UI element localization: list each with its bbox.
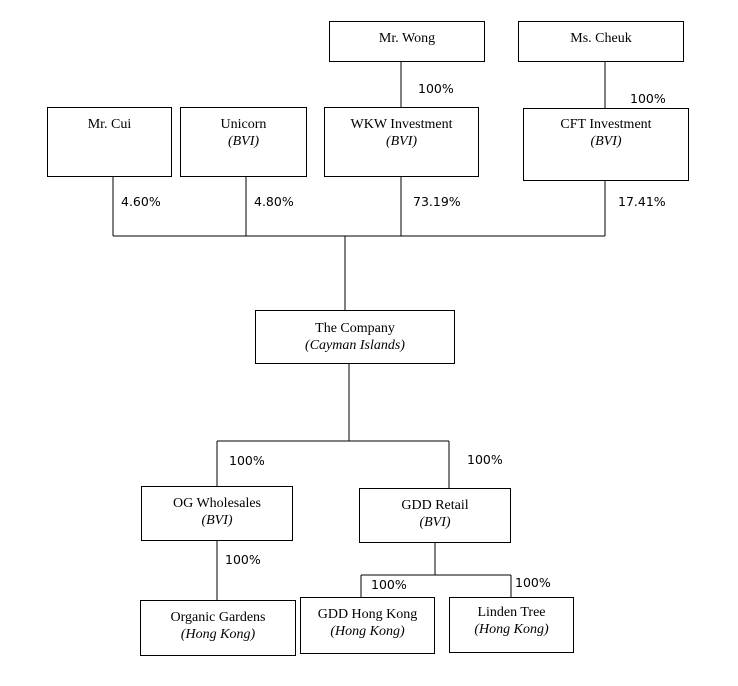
ownership-label-og-organic: 100% (225, 552, 261, 567)
entity-jurisdiction: (BVI) (419, 515, 451, 530)
ownership-label-company-og: 100% (229, 453, 265, 468)
entity-box-cft-investment: CFT Investment (BVI) (523, 108, 689, 181)
ownership-label-cui-company: 4.60% (121, 194, 161, 209)
entity-box-gdd-hong-kong: GDD Hong Kong (Hong Kong) (300, 597, 435, 654)
ownership-label-wkw-company: 73.19% (413, 194, 461, 209)
entity-name: Organic Gardens (170, 610, 266, 625)
entity-box-linden-tree: Linden Tree (Hong Kong) (449, 597, 574, 653)
entity-box-mr-wong: Mr. Wong (329, 21, 485, 62)
ownership-label-cft-company: 17.41% (618, 194, 666, 209)
entity-jurisdiction: (BVI) (590, 134, 622, 149)
entity-name: CFT Investment (560, 117, 652, 132)
entity-name: Mr. Wong (378, 31, 436, 46)
ownership-label-company-gdd: 100% (467, 452, 503, 467)
ownership-label-cheuk-cft: 100% (630, 91, 666, 106)
ownership-label-unicorn-company: 4.80% (254, 194, 294, 209)
entity-name: Ms. Cheuk (570, 31, 632, 46)
entity-jurisdiction: (BVI) (385, 134, 418, 149)
entity-box-organic-gardens: Organic Gardens (Hong Kong) (140, 600, 296, 656)
entity-jurisdiction: (Hong Kong) (180, 627, 256, 642)
entity-jurisdiction: (BVI) (227, 134, 260, 149)
entity-jurisdiction: (Cayman Islands) (305, 338, 405, 353)
entity-name: OG Wholesales (173, 496, 261, 511)
entity-name: Linden Tree (477, 605, 546, 620)
ownership-label-gdd-hk: 100% (371, 577, 407, 592)
entity-jurisdiction: (Hong Kong) (330, 624, 405, 639)
ownership-label-wong-wkw: 100% (418, 81, 454, 96)
entity-box-gdd-retail: GDD Retail (BVI) (359, 488, 511, 543)
entity-name: GDD Hong Kong (317, 607, 418, 622)
entity-box-mr-cui: Mr. Cui (47, 107, 172, 177)
entity-box-wkw-investment: WKW Investment (BVI) (324, 107, 479, 177)
entity-jurisdiction: (Hong Kong) (474, 622, 549, 637)
entity-name: Mr. Cui (87, 117, 132, 132)
entity-box-ms-cheuk: Ms. Cheuk (518, 21, 684, 62)
entity-box-unicorn: Unicorn (BVI) (180, 107, 307, 177)
entity-box-og-wholesales: OG Wholesales (BVI) (141, 486, 293, 541)
entity-name: GDD Retail (401, 498, 469, 513)
entity-name: The Company (315, 321, 395, 336)
ownership-label-gdd-linden: 100% (515, 575, 551, 590)
entity-jurisdiction: (BVI) (201, 513, 233, 528)
entity-name: WKW Investment (350, 117, 453, 132)
entity-name: Unicorn (220, 117, 267, 132)
entity-box-the-company: The Company (Cayman Islands) (255, 310, 455, 364)
